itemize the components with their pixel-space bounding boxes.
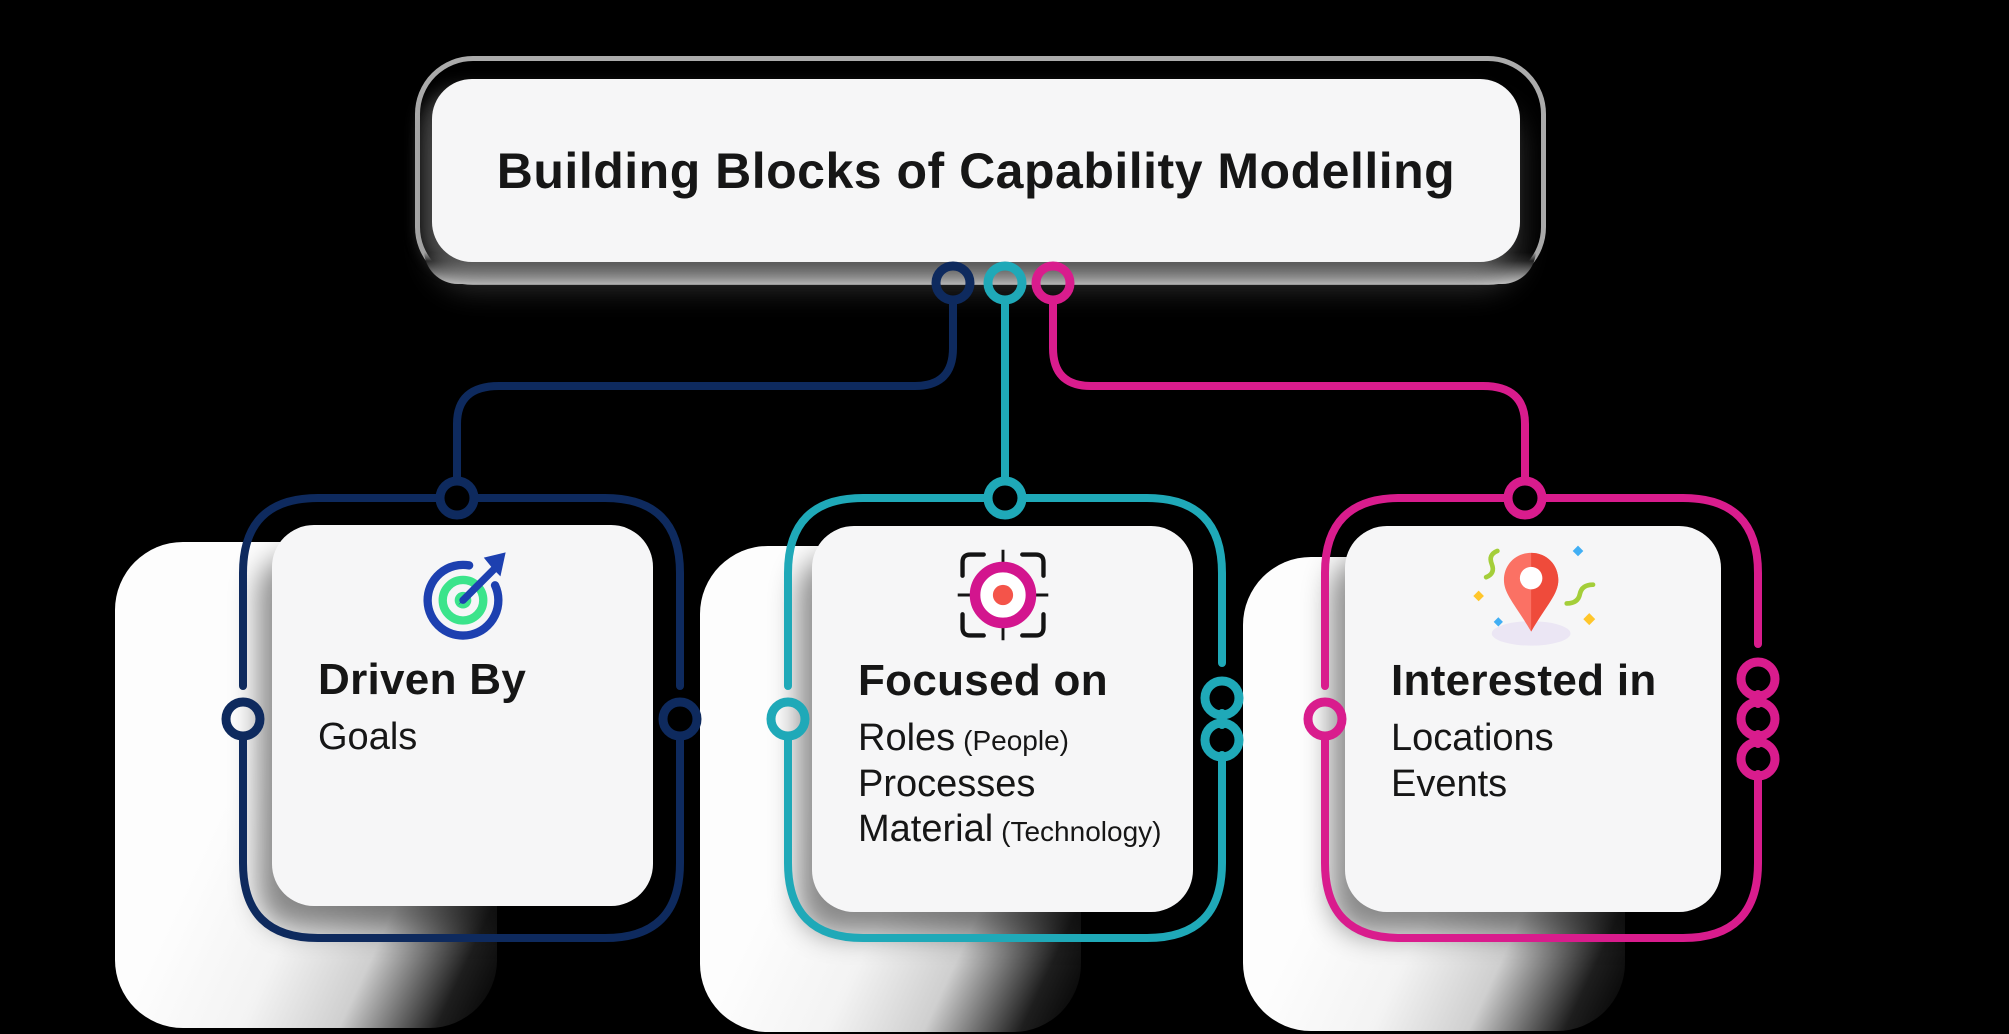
card-item: Material(Technology) [858,808,1162,851]
card-focused-on: Focused on Roles(People) Processes Mater… [812,526,1193,912]
connector-ring-teal-top [983,476,1027,520]
connector-ring-teal-right-2 [1200,718,1244,762]
connector-ring-magenta-right-1 [1736,657,1780,701]
connector-ring-magenta-right-2 [1736,697,1780,741]
title-box: Building Blocks of Capability Modelling [432,79,1520,262]
card-heading: Interested in [1391,656,1657,705]
card-item: Goals [318,716,418,758]
connector-ring-magenta-right-3 [1736,737,1780,781]
card-driven-by: Driven By Goals [272,525,653,906]
card-interested-in: Interested in Locations Events [1345,526,1721,912]
target-goal-icon [318,535,607,653]
focus-crosshair-icon [858,536,1147,654]
card-item: Locations [1391,717,1554,759]
card-heading: Focused on [858,656,1108,705]
connector-ring-navy-right [658,697,702,741]
navy-connector-path [453,297,957,483]
card-item: Events [1391,762,1508,805]
card-item: Processes [858,762,1036,805]
card-heading: Driven By [318,655,527,704]
card-item: Roles(People) [858,717,1069,759]
page-title: Building Blocks of Capability Modelling [496,142,1456,199]
magenta-connector-path [1049,297,1529,483]
connector-ring-navy-top [435,476,479,520]
connector-ring-magenta-top [1503,476,1547,520]
location-pin-icon [1391,536,1675,654]
connector-ring-teal-right-1 [1200,676,1244,720]
